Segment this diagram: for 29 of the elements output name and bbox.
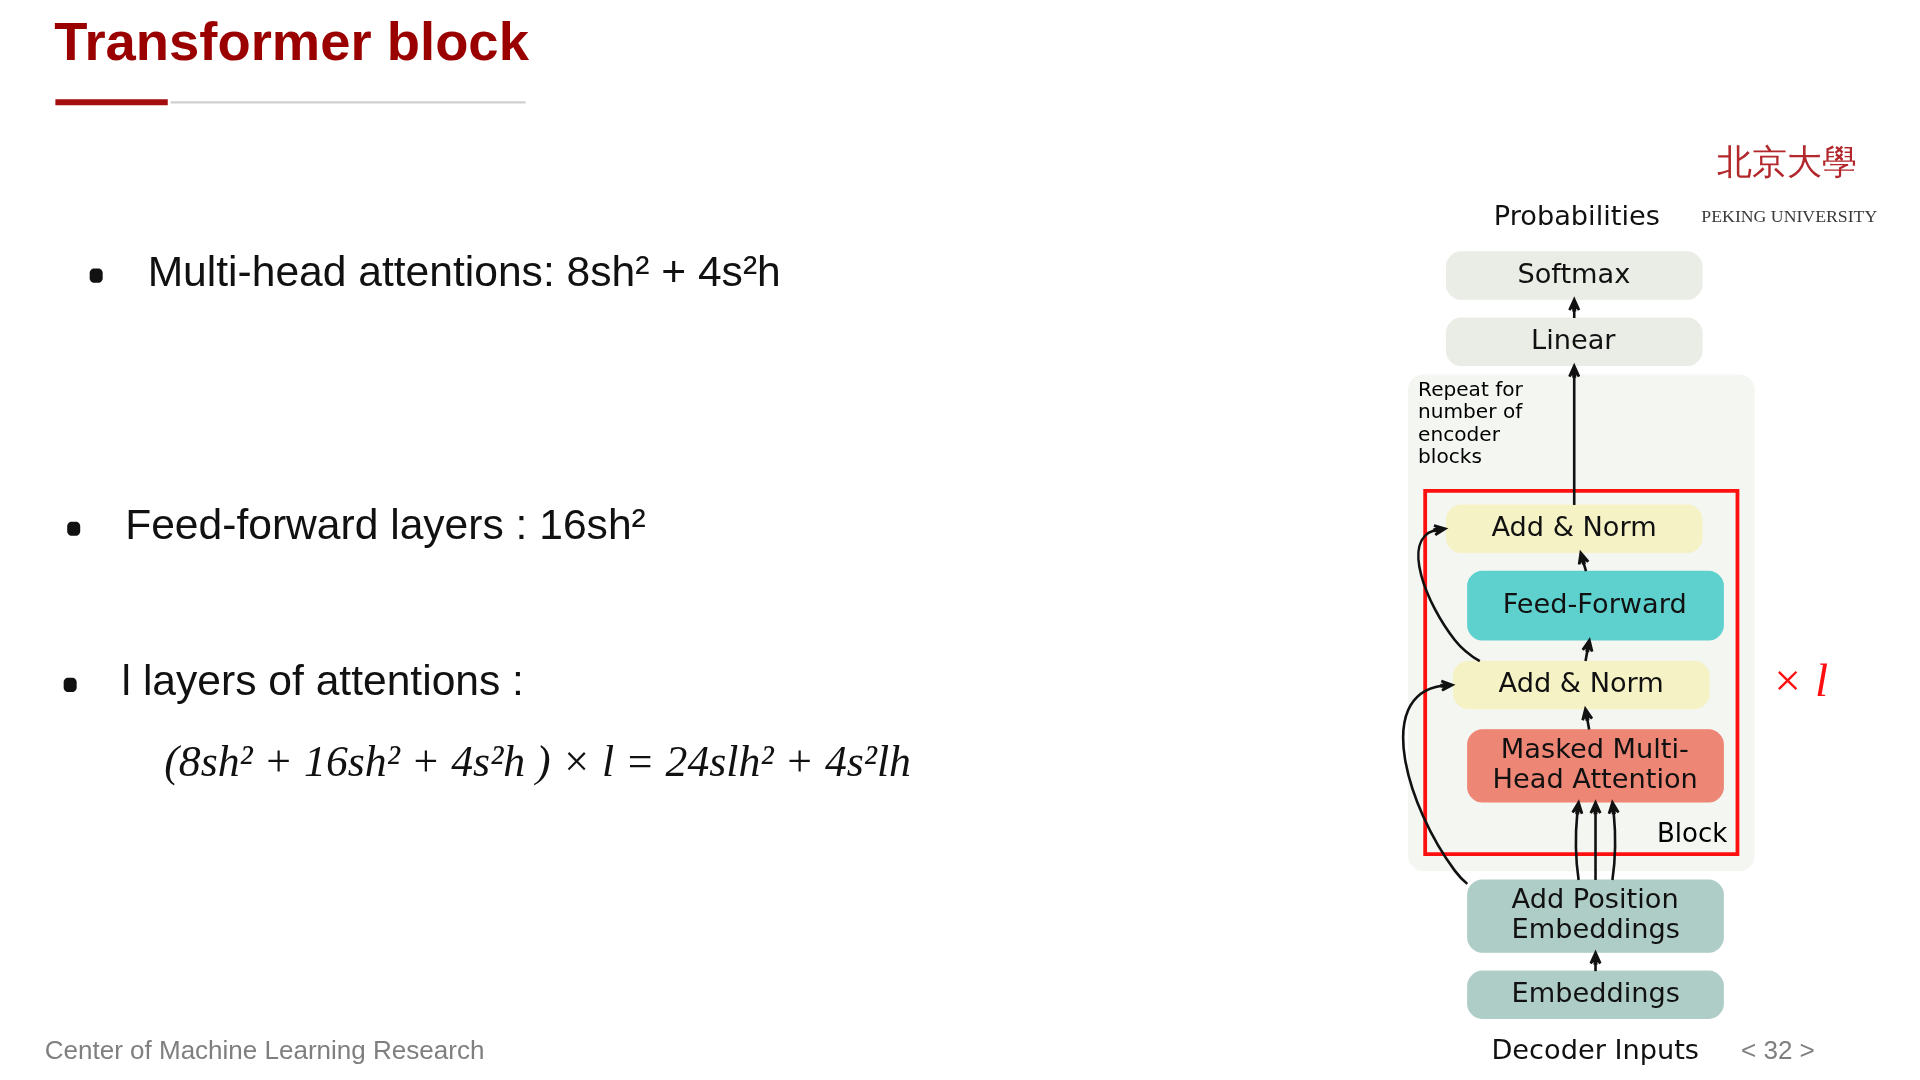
arrow [1568,364,1581,505]
arrow [1568,298,1581,318]
arrow [1577,551,1590,572]
label: l layers of attentions : [121,656,524,705]
node-box: Add & Norm [1452,660,1710,710]
label: (8sh² + 16sh² + 4s²h ) × l = 24slh² + 4s²lh [164,737,911,786]
node-box: Softmax [1445,251,1703,300]
node-box: Add & Norm [1445,504,1703,553]
node-box: Embeddings [1467,970,1724,1020]
node-box: Linear [1445,317,1703,367]
arrow [1589,951,1602,972]
arrow [1589,801,1602,880]
label: Decoder Inputs [1491,1034,1700,1066]
label: 北京大學 [1716,141,1857,182]
label: Feed-forward layers : 16sh² [125,500,646,549]
arrow [1417,524,1481,663]
arrow [1607,801,1620,881]
diagram-title: Transformer block [54,11,529,73]
node-box: Add Position Embeddings [1467,879,1724,953]
arrow [1401,679,1469,885]
label: < 32 > [1741,1034,1815,1065]
label: Center of Machine Learning Research [44,1034,485,1065]
node-box: Feed-Forward [1467,570,1724,641]
label: × l [1771,653,1829,706]
label: Multi-head attentions: 8sh² + 4s²h [147,247,781,296]
label: PEKING UNIVERSITY [1701,206,1878,227]
node-box: Masked Multi- Head Attention [1467,729,1724,803]
label: Probabilities [1493,200,1660,232]
arrow [1571,801,1584,881]
